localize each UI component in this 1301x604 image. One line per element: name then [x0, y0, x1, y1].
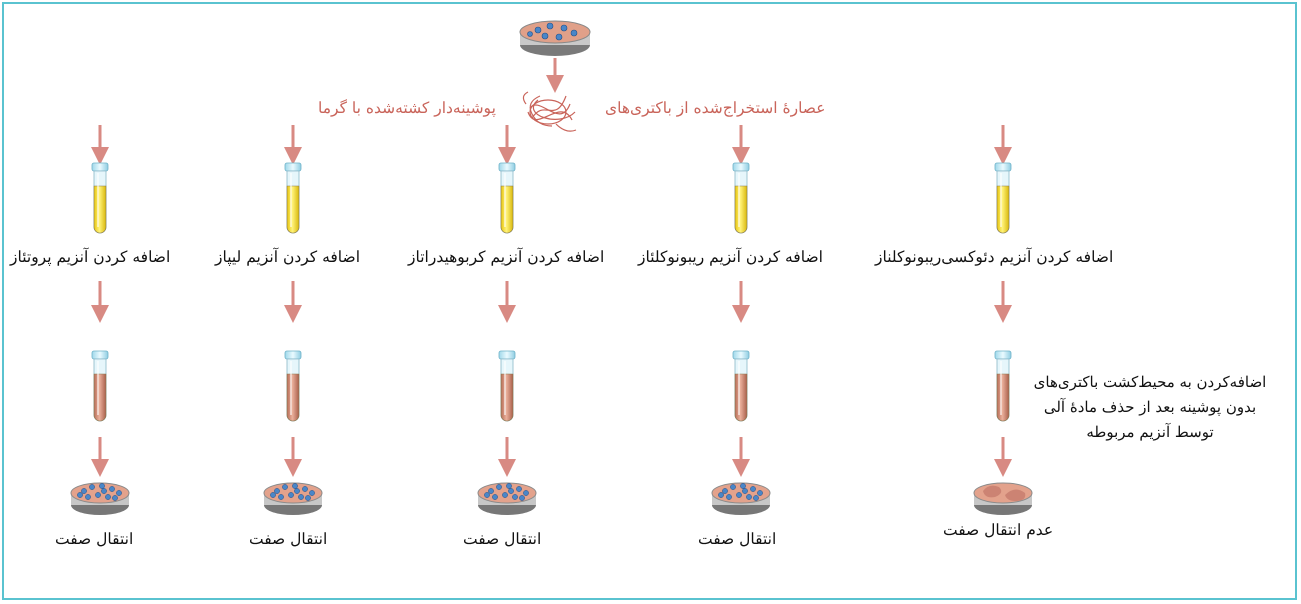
colony-icon: [508, 488, 513, 493]
colony-icon: [506, 483, 511, 488]
colony-icon: [722, 488, 727, 493]
colony-icon: [270, 492, 275, 497]
colony-icon: [516, 486, 521, 491]
culture-tube-5: [995, 351, 1011, 421]
result-dish-2: [264, 483, 322, 515]
colony-icon: [523, 490, 528, 495]
colony-icon: [274, 488, 279, 493]
colony-icon: [484, 492, 489, 497]
source-culture-dish: [520, 21, 590, 56]
result-label-2: انتقال صفت: [249, 530, 327, 548]
colony-icon: [116, 490, 121, 495]
colony-icon: [502, 492, 507, 497]
result-label-5: عدم انتقال صفت: [943, 521, 1053, 539]
culture-tube-3: [499, 351, 515, 421]
note-line-1: اضافه‌کردن به محیط‌کشت باکتری‌های: [1015, 370, 1285, 395]
colony-icon: [89, 484, 94, 489]
colony-icon: [309, 490, 314, 495]
culture-tube-2: [285, 351, 301, 421]
colony-icon: [298, 494, 303, 499]
culture-tube-1: [92, 351, 108, 421]
result-label-3: انتقال صفت: [463, 530, 541, 548]
colony-icon: [95, 492, 100, 497]
extract-tube-2: [285, 163, 301, 233]
enzyme-label-1: اضافه کردن آنزیم پروتئاز: [10, 248, 170, 266]
colony-icon: [736, 492, 741, 497]
colony-icon: [753, 495, 758, 500]
note-line-2: بدون پوشینه بعد از حذف مادهٔ آلی: [1015, 395, 1285, 420]
enzyme-label-4: اضافه کردن آنزیم ریبونوکلئاز: [638, 248, 823, 266]
enzyme-label-3: اضافه کردن آنزیم کربوهیدراتاز: [408, 248, 604, 266]
colony-icon: [77, 492, 82, 497]
colony-icon: [750, 486, 755, 491]
colony-icon: [512, 494, 517, 499]
colony-icon: [81, 488, 86, 493]
colony-icon: [488, 488, 493, 493]
colony-icon: [101, 488, 106, 493]
colony-icon: [718, 492, 723, 497]
note-line-3: توسط آنزیم مربوطه: [1015, 420, 1285, 445]
colony-icon: [496, 484, 501, 489]
colony-icon: [726, 494, 731, 499]
colony-icon: [278, 494, 283, 499]
enzyme-label-5: اضافه کردن آنزیم دئوکسی‌ریبونوکلناز: [875, 248, 1113, 266]
colony-icon: [746, 494, 751, 499]
extract-label-left: پوشینه‌دار کشته‌شده با گرما: [318, 99, 496, 117]
colony-icon: [85, 494, 90, 499]
colony-icon: [292, 483, 297, 488]
colony-icon: [99, 483, 104, 488]
enzyme-label-2: اضافه کردن آنزیم لیپاز: [215, 248, 360, 266]
result-dish-1: [71, 483, 129, 515]
colony-icon: [302, 486, 307, 491]
extract-label-right: عصارهٔ استخراج‌شده از باکتری‌های: [605, 99, 825, 117]
culture-tube-4: [733, 351, 749, 421]
colony-icon: [109, 486, 114, 491]
extract-tube-1: [92, 163, 108, 233]
colony-icon: [492, 494, 497, 499]
extract-tube-5: [995, 163, 1011, 233]
colony-icon: [294, 488, 299, 493]
colony-icon: [519, 495, 524, 500]
result-dish-3: [478, 483, 536, 515]
result-dish-4: [712, 483, 770, 515]
colony-icon: [730, 484, 735, 489]
extract-tube-4: [733, 163, 749, 233]
colony-icon: [112, 495, 117, 500]
colony-icon: [742, 488, 747, 493]
heat-killed-bacteria-icon: [523, 92, 576, 131]
colony-icon: [282, 484, 287, 489]
result-label-1: انتقال صفت: [55, 530, 133, 548]
culture-note: اضافه‌کردن به محیط‌کشت باکتری‌های بدون پ…: [1015, 370, 1285, 445]
colony-icon: [305, 495, 310, 500]
colony-icon: [757, 490, 762, 495]
result-label-4: انتقال صفت: [698, 530, 776, 548]
colony-icon: [288, 492, 293, 497]
result-dish-5: [974, 483, 1032, 515]
colony-icon: [740, 483, 745, 488]
extract-tube-3: [499, 163, 515, 233]
colony-icon: [105, 494, 110, 499]
